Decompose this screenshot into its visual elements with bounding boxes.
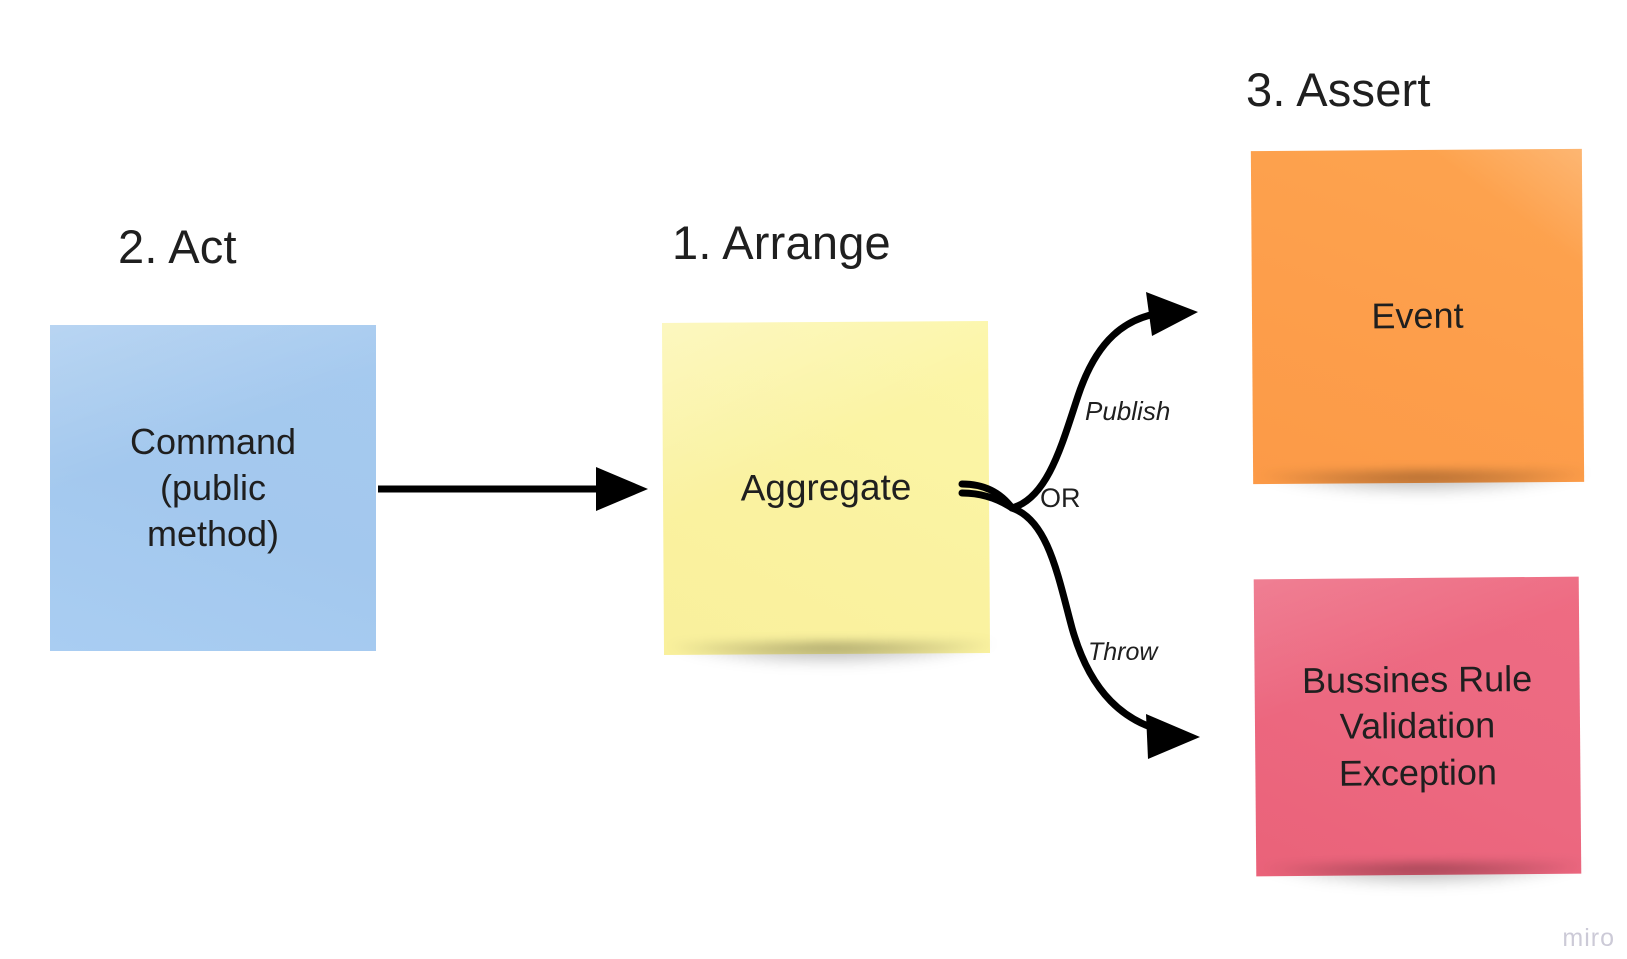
- miro-watermark: miro: [1562, 924, 1615, 952]
- connector-aggregate-to-exception-icon[interactable]: [1008, 504, 1200, 759]
- sticky-note-event-label: Event: [1371, 295, 1464, 337]
- sticky-note-aggregate[interactable]: Aggregate: [661, 321, 991, 655]
- connector-label-throw: Throw: [1088, 638, 1158, 666]
- sticky-note-exception-label: Bussines Rule Validation Exception: [1301, 658, 1533, 794]
- sticky-note-event[interactable]: Event: [1250, 148, 1585, 485]
- connector-label-publish: Publish: [1085, 396, 1171, 426]
- section-heading-arrange: 1. Arrange: [672, 216, 891, 269]
- connector-label-or: OR: [1040, 483, 1081, 513]
- sticky-note-command[interactable]: Command (public method): [50, 325, 376, 651]
- sticky-note-aggregate-label: Aggregate: [740, 466, 912, 509]
- sticky-note-command-label: Command (public method): [129, 420, 297, 555]
- connector-command-to-aggregate-icon[interactable]: [378, 467, 648, 511]
- section-heading-act: 2. Act: [118, 220, 237, 273]
- sticky-note-business-rule-validation-exception[interactable]: Bussines Rule Validation Exception: [1253, 576, 1582, 877]
- section-heading-assert: 3. Assert: [1246, 63, 1431, 116]
